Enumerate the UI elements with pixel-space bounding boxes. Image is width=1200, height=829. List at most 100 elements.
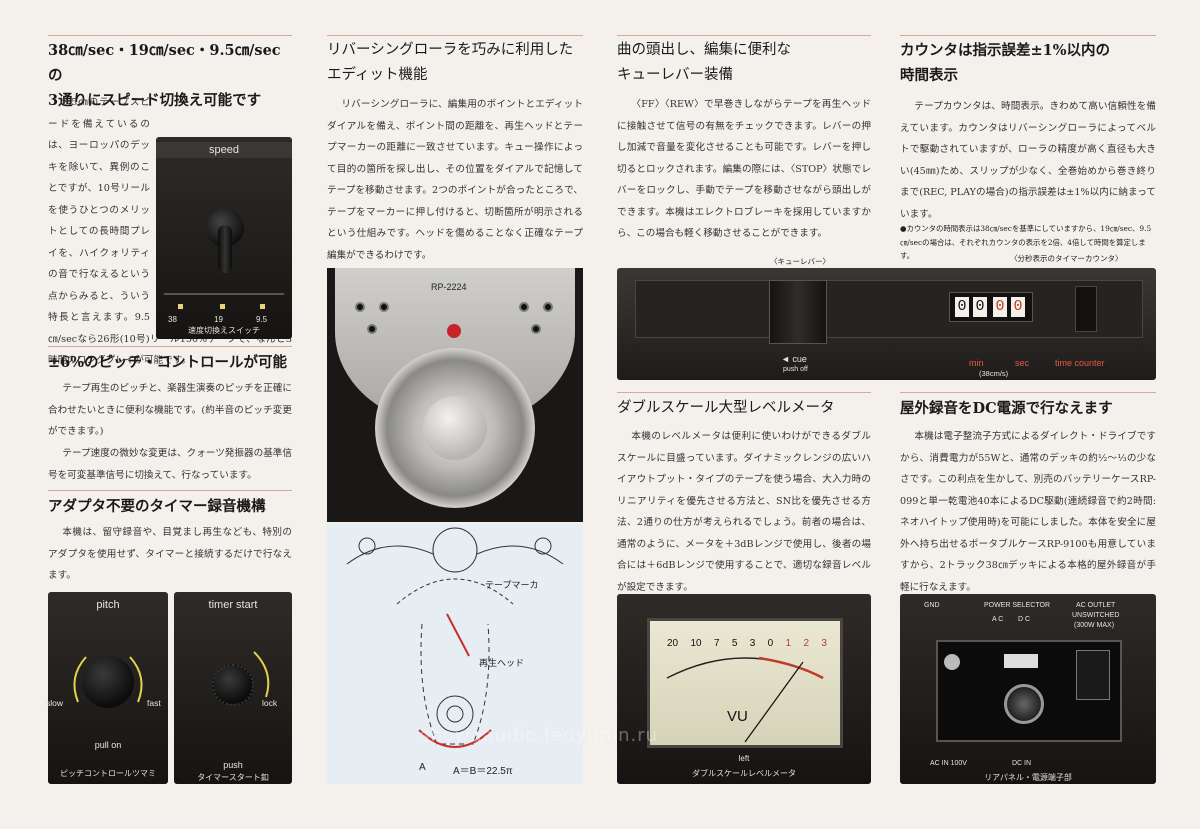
pitch-paragraph-2: テープ速度の微妙な変更は、クォーツ発振器の基準信号を可変基準信号に切換えて、行な… <box>48 448 292 481</box>
tape-path-diagram: テープマーカ 再生ヘッド A A＝B＝22.5π <box>327 524 583 784</box>
vu-mark: 20 <box>667 638 679 649</box>
screw <box>367 324 377 334</box>
speed-caption: 速度切換えスイッチ <box>188 326 260 335</box>
timer-heading: アダプタ不要のタイマー録音機構 <box>48 498 266 515</box>
vu-face <box>647 618 843 748</box>
vu-mark: 0 <box>767 638 774 649</box>
pitch-slow: slow <box>46 698 64 708</box>
pitch-panel-photo: pitch slow fast pull on ピッチコントロールツマミ <box>46 592 168 784</box>
pitch-fast: fast <box>147 698 161 708</box>
timer-caption: タイマースタート釦 <box>197 773 269 782</box>
cue-caption: 〈キューレバー〉 <box>770 257 830 266</box>
cue-heading-line1: 曲の頭出し、編集に便利な <box>617 42 791 58</box>
column-cue: 曲の頭出し、編集に便利な キューレバー装備 <box>617 38 871 88</box>
diagram-label-eq: A＝B＝22.5π <box>453 766 513 777</box>
counter-caption: 〈分秒表示のタイマーカウンタ〉 <box>1010 254 1123 263</box>
edit-dial-center <box>423 396 487 460</box>
timer-push: push <box>223 760 243 770</box>
ac-label: A C <box>992 616 1004 623</box>
tape-path-left <box>346 545 434 565</box>
screw <box>531 324 541 334</box>
edit-photo: RP-2224 <box>327 268 583 522</box>
dc-label: D C <box>1018 616 1031 623</box>
timer-arrow <box>253 651 270 698</box>
divider <box>48 490 292 491</box>
counter-digit-1: 0 <box>955 297 969 317</box>
speed-heading-line2: 3通りにスピード切換え可能です <box>48 92 262 109</box>
cue-label: ◄ cue <box>781 354 807 364</box>
vu-mark: 1 <box>785 638 792 649</box>
dc-paragraph: 本機は電子整流子方式によるダイレクト・ドライブですから、消費電力が55Wと、通常… <box>900 431 1156 593</box>
counter-digit-3: 0 <box>993 297 1007 317</box>
vu-scale-labels: 20 10 7 5 3 0 1 2 3 <box>667 638 827 649</box>
screw <box>519 302 529 312</box>
screw <box>379 302 389 312</box>
unswitched-label: UNSWITCHED <box>1072 612 1120 619</box>
red-indicator <box>447 324 461 338</box>
edit-paragraph: リバーシングローラに、編集用のポイントとエディットダイアルを備え、ポイント間の距… <box>327 99 583 261</box>
counter-sec: sec <box>1015 358 1030 368</box>
diagram-svg <box>346 527 564 748</box>
ac-outlet <box>1076 650 1110 700</box>
speed-mark-38: 38 <box>168 315 177 324</box>
divider <box>327 35 583 36</box>
cue-lever <box>769 280 827 344</box>
timer-paragraph: 本機は、留守録音や、目覚まし再生なども、特別のアダプタを使用せず、タイマーと接続… <box>48 527 292 581</box>
timer-knob <box>212 664 254 706</box>
column-counter-dc: カウンタは指示誤差±1%以内の 時間表示 <box>900 38 1156 88</box>
model-label: RP-2224 <box>431 282 467 292</box>
column-speed-pitch-timer: 38㎝/sec・19㎝/sec・9.5㎝/secの 3通りにスピード切換え可能で… <box>48 38 292 113</box>
pitch-paragraph-1: テープ再生のピッチと、楽器生演奏のピッチを正確に合わせたいときに便利な機能です。… <box>48 383 292 437</box>
vu-caption: ダブルスケールレベルメータ <box>692 769 796 778</box>
pitch-knob <box>82 656 134 708</box>
column-edit: リバーシングローラを巧みに利用した エディット機能 <box>327 38 583 88</box>
vu-needle <box>744 661 804 743</box>
pitch-pull-on: pull on <box>94 740 122 750</box>
pitch-arrows <box>73 656 143 703</box>
speed-led-9-5 <box>260 304 265 309</box>
pitch-heading: ±6%のピッチ・コントロールが可能 <box>48 354 288 371</box>
edit-heading-line2: エディット機能 <box>327 67 428 83</box>
vu-mark: 3 <box>749 638 756 649</box>
vu-mark: 3 <box>821 638 827 649</box>
ac-outlet-label: AC OUTLET <box>1076 602 1116 609</box>
counter-digit-4: 0 <box>1011 297 1025 317</box>
meter-paragraph: 本機のレベルメータは便利に使いわけができるダブルスケールに目盛っています。ダイナ… <box>617 431 871 593</box>
pitch-arrow-left <box>73 656 87 703</box>
diagram-label-head: 再生ヘッド <box>479 659 525 669</box>
speed-panel-photo: speed 38 19 9.5 速度切換えスイッチ <box>156 137 292 339</box>
counter-heading-line2: 時間表示 <box>900 67 958 84</box>
cue-strip <box>635 280 1143 338</box>
counter-note: ●カウンタの時間表示は38㎝/secを基準にしていますから、19㎝/sec、9.… <box>900 224 1152 260</box>
edit-heading-line1: リバーシングローラを巧みに利用した <box>327 42 574 58</box>
speed-text-block: 9.5㎝のテープスピードを備えているのは、ヨーロッパのデッキを除いて、異例のこと… <box>48 92 292 366</box>
marker-line <box>446 613 470 657</box>
arc-guide <box>396 578 514 605</box>
divider <box>900 392 1156 393</box>
speed-switch-lever <box>218 225 232 273</box>
counter-heading-line1: カウンタは指示誤差±1%以内の <box>900 42 1111 59</box>
divider <box>48 346 292 347</box>
dc-heading: 屋外録音をDC電源で行なえます <box>900 400 1113 417</box>
dc-in-socket <box>1004 684 1044 724</box>
screw <box>543 302 553 312</box>
timer-lock: lock <box>262 698 278 708</box>
divider <box>900 35 1156 36</box>
dial-core <box>446 705 464 723</box>
vu-arc-red <box>758 656 824 680</box>
guide <box>534 537 552 555</box>
counter-digit-2: 0 <box>973 297 987 317</box>
cue-sub: push off <box>783 366 808 373</box>
pitch-arrow-right <box>129 656 143 703</box>
divider <box>617 35 871 36</box>
counter-label: time counter <box>1055 358 1105 368</box>
divider <box>617 392 871 393</box>
dc-in-label: DC IN <box>1012 760 1032 767</box>
watermark: showaaudio.fedyunin.ru <box>420 725 659 746</box>
power-selector-label: POWER SELECTOR <box>984 602 1050 609</box>
screw <box>355 302 365 312</box>
rear-panel-photo: GND POWER SELECTOR A C D C AC OUTLET UNS… <box>900 594 1156 784</box>
cue-heading-line2: キューレバー装備 <box>617 67 733 83</box>
timer-panel-photo: timer start lock push タイマースタート釦 <box>174 592 292 784</box>
diagram-label-marker: テープマーカ <box>485 581 539 591</box>
